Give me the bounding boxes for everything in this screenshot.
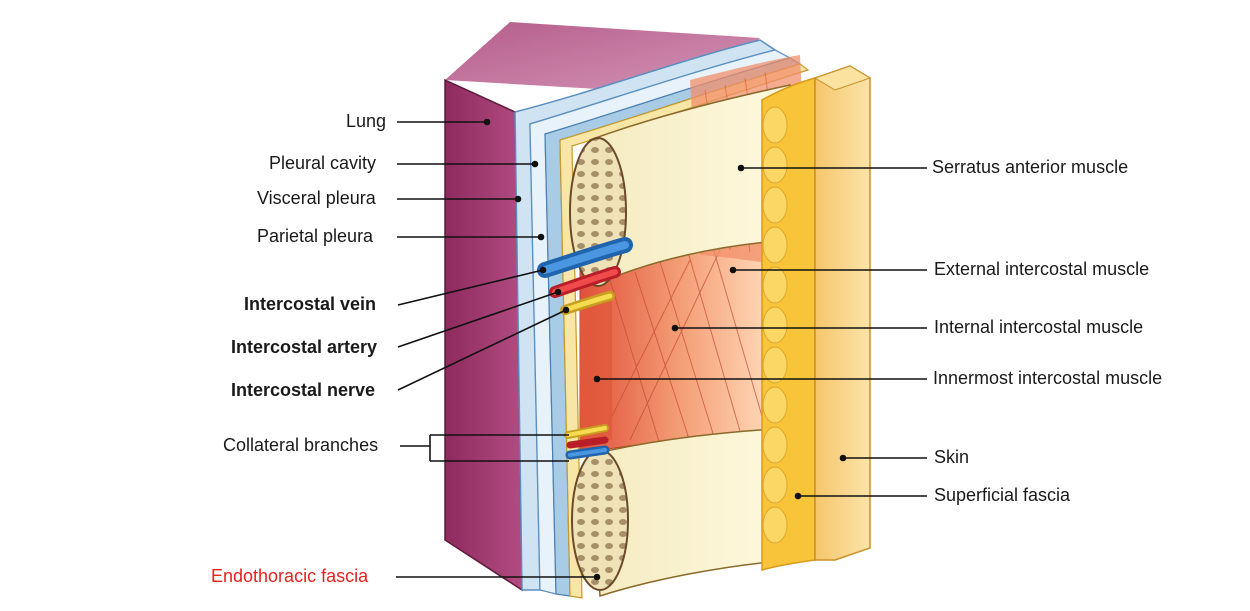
left-leader-lines bbox=[396, 118, 601, 581]
innermost-intercostal-strip bbox=[580, 300, 612, 440]
intercostal-muscles bbox=[579, 224, 771, 456]
skin-layer bbox=[813, 65, 872, 561]
label-skin: Skin bbox=[934, 447, 970, 467]
neurovascular-bundle bbox=[537, 237, 633, 460]
lower-rib bbox=[571, 427, 791, 598]
label-visceral-pleura: Visceral pleura bbox=[257, 188, 376, 208]
lung-front-face bbox=[444, 78, 523, 592]
label-innermost-intercostal: Innermost intercostal muscle bbox=[933, 368, 1163, 388]
label-serratus-anterior: Serratus anterior muscle bbox=[932, 157, 1129, 177]
label-intercostal-nerve: Intercostal nerve bbox=[231, 380, 376, 400]
collateral-artery-branch bbox=[566, 436, 609, 449]
label-endothoracic-fascia: Endothoracic fascia bbox=[211, 566, 369, 586]
label-collateral-branches: Collateral branches bbox=[223, 435, 379, 455]
lower-rib-cross-section bbox=[571, 449, 629, 591]
label-superficial-fascia: Superficial fascia bbox=[934, 485, 1071, 505]
label-lung: Lung bbox=[346, 111, 387, 131]
label-internal-intercostal: Internal intercostal muscle bbox=[934, 317, 1144, 337]
right-leader-lines bbox=[593, 164, 927, 500]
label-intercostal-artery: Intercostal artery bbox=[231, 337, 378, 357]
lung-block bbox=[444, 22, 760, 592]
label-intercostal-vein: Intercostal vein bbox=[244, 294, 377, 314]
label-external-intercostal: External intercostal muscle bbox=[934, 259, 1150, 279]
label-pleural-cavity: Pleural cavity bbox=[269, 153, 377, 173]
label-parietal-pleura: Parietal pleura bbox=[257, 226, 374, 246]
